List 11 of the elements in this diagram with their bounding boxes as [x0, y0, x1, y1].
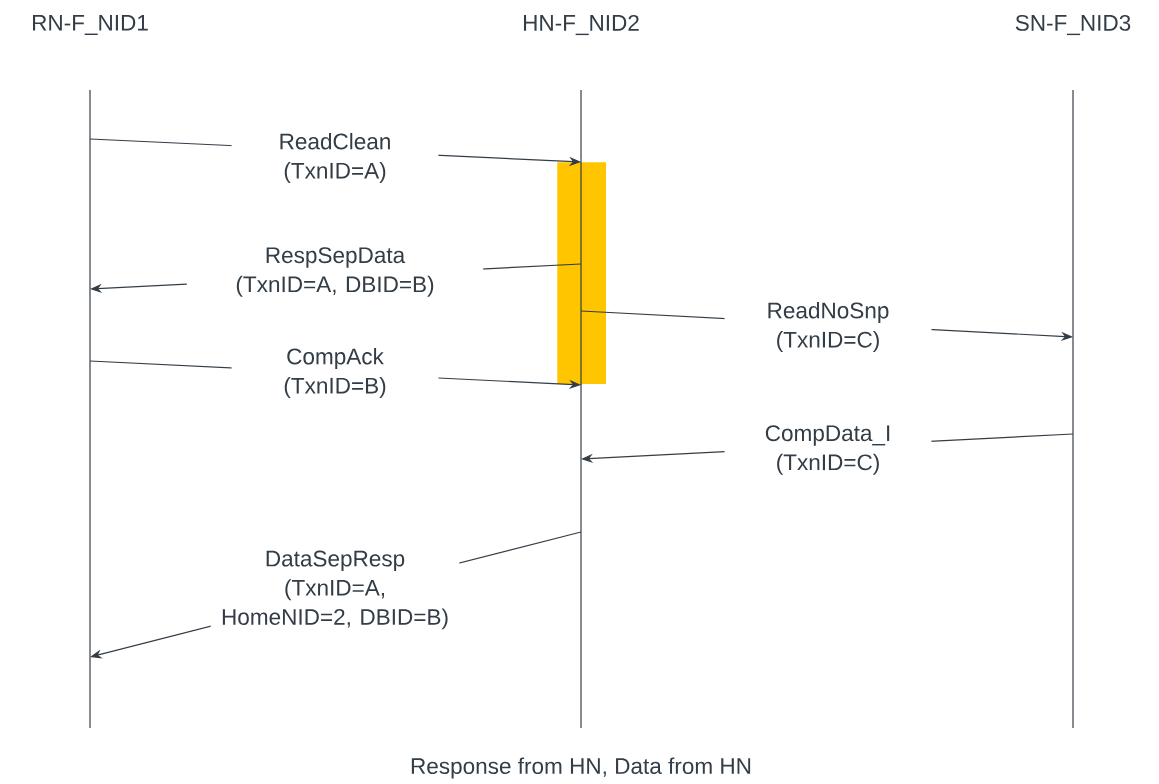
edge-label: RespSepData (TxnID=A, DBID=B) [186, 243, 484, 301]
edge-label: CompAck (TxnID=B) [231, 343, 439, 403]
activation-bar [557, 162, 606, 385]
edge-label: ReadClean (TxnID=A) [231, 128, 439, 188]
lifeline-header: RN-F_NID1 [33, 15, 148, 35]
edge-label: ReadNoSnp (TxnID=C) [724, 297, 932, 357]
caption: Response from HN, Data from HN [411, 757, 751, 779]
lifeline-header: HN-F_NID2 [524, 14, 639, 36]
edge-label: CompData_I (TxnID=C) [724, 421, 932, 479]
edge-label: DataSepResp (TxnID=A, HomeNID=2, DBID=B) [210, 546, 460, 634]
lifeline-header: SN-F_NID3 [1015, 14, 1131, 36]
